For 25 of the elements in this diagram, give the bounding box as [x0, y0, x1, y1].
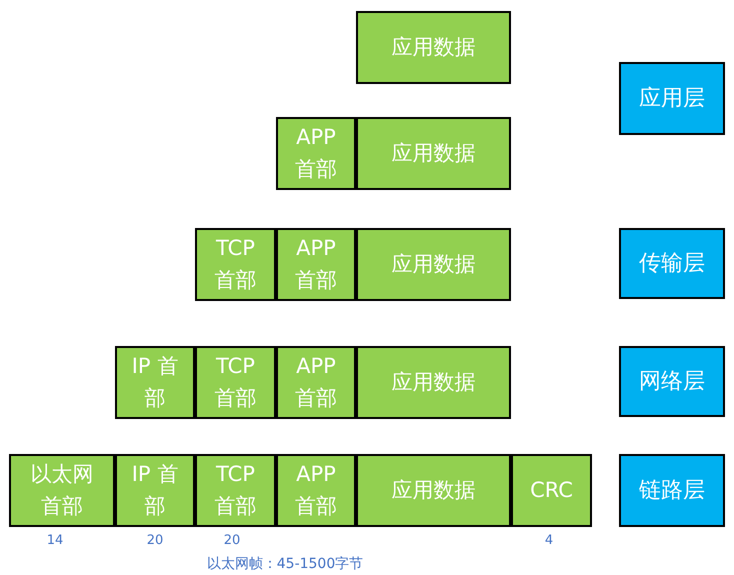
- field-box: APP 首部: [276, 117, 356, 190]
- field-box: APP 首部: [276, 346, 356, 419]
- field-box: TCP 首部: [195, 454, 276, 527]
- field-box: 应用数据: [356, 346, 511, 419]
- field-box: CRC: [511, 454, 592, 527]
- field-box: TCP 首部: [195, 346, 276, 419]
- field-box: 应用数据: [356, 11, 511, 84]
- field-box: IP 首部: [115, 346, 195, 419]
- byte-count: 20: [146, 533, 164, 548]
- field-box: 应用数据: [356, 228, 511, 301]
- byte-count: 20: [224, 533, 240, 548]
- field-box: APP 首部: [276, 228, 356, 301]
- byte-count: 4: [544, 533, 554, 548]
- field-box: 应用数据: [356, 117, 511, 190]
- field-box: TCP 首部: [195, 228, 276, 301]
- byte-count: 14: [46, 533, 64, 548]
- layer-box: 应用层: [619, 62, 725, 135]
- field-box: IP 首部: [115, 454, 195, 527]
- layer-box: 链路层: [619, 454, 725, 527]
- field-box: 以太网首部: [9, 454, 115, 527]
- layer-box: 网络层: [619, 346, 725, 417]
- field-box: 应用数据: [356, 454, 511, 527]
- field-box: APP 首部: [276, 454, 356, 527]
- frame-size-note: 以太网帧：45-1500字节: [206, 555, 364, 573]
- layer-box: 传输层: [619, 228, 725, 299]
